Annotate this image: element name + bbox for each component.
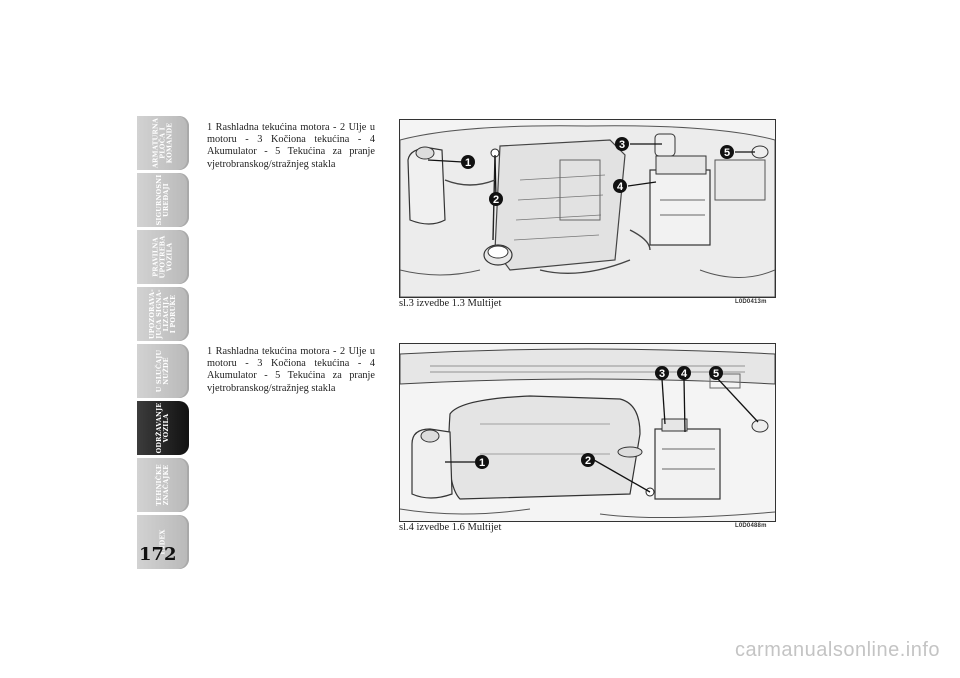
figure-code: L0D0488m <box>735 523 767 529</box>
figure-legend: 1 Rashladna tekućina motora - 2 Ulje u m… <box>207 122 375 170</box>
svg-text:5: 5 <box>713 368 719 380</box>
tab-odrzavanje-vozila[interactable]: ODRŽAVANJE VOZILA <box>137 401 189 455</box>
tab-armaturna-ploca[interactable]: ARMATURNA PLOČA I KOMANDE <box>137 116 189 170</box>
tab-label: ARMATURNA PLOČA I KOMANDE <box>151 117 174 169</box>
callout-1: 1 <box>461 155 475 169</box>
svg-text:2: 2 <box>493 194 499 206</box>
svg-text:3: 3 <box>619 139 625 151</box>
tab-label: SIGURNOSNI UREĐAJI <box>155 174 170 226</box>
tab-label: PRAVILNA UPOTREBA VOZILA <box>151 235 174 279</box>
callout-2: 2 <box>581 453 595 467</box>
tab-tehnicke-znacajke[interactable]: TEHNIČKE ZNAČAJKE <box>137 458 189 512</box>
tab-u-slucaju-nuzde[interactable]: U SLUČAJU NUŽDE <box>137 344 189 398</box>
svg-text:5: 5 <box>724 147 730 159</box>
tab-pravilna-upotreba[interactable]: PRAVILNA UPOTREBA VOZILA <box>137 230 189 284</box>
tab-upozoravajuca-signalizacija[interactable]: UPOZORAVA- JUĆA SIGNA- LIZACIJA I PORUKE <box>137 287 189 341</box>
callout-2: 2 <box>489 192 503 206</box>
callout-4: 4 <box>677 366 691 380</box>
svg-text:1: 1 <box>465 157 471 169</box>
callout-1: 1 <box>475 455 489 469</box>
engine-diagram-1-6-multijet: 1 2 3 4 5 <box>399 343 776 522</box>
figure-caption: sl.3 izvedbe 1.3 Multijet <box>399 298 502 309</box>
tab-sigurnosni-uredaji[interactable]: SIGURNOSNI UREĐAJI <box>137 173 189 227</box>
svg-text:3: 3 <box>659 368 665 380</box>
callout-5: 5 <box>720 145 734 159</box>
tab-label: ODRŽAVANJE VOZILA <box>155 402 170 454</box>
svg-text:4: 4 <box>681 368 688 380</box>
figure-code: L0D0413m <box>735 299 767 305</box>
callout-3: 3 <box>615 137 629 151</box>
tab-label: UPOZORAVA- JUĆA SIGNA- LIZACIJA I PORUKE <box>148 288 177 340</box>
figure-caption: sl.4 izvedbe 1.6 Multijet <box>399 522 502 533</box>
svg-text:1: 1 <box>479 457 485 469</box>
page-number: 172 <box>139 544 177 565</box>
watermark: carmanualsonline.info <box>734 639 940 661</box>
figure-legend: 1 Rashladna tekućina motora - 2 Ulje u m… <box>207 346 375 394</box>
tab-label: TEHNIČKE ZNAČAJKE <box>155 464 170 506</box>
svg-text:2: 2 <box>585 455 591 467</box>
engine-diagram-1-3-multijet: 1 2 3 4 5 <box>399 119 776 298</box>
tab-label: U SLUČAJU NUŽDE <box>155 349 170 393</box>
svg-text:4: 4 <box>617 181 624 193</box>
callout-3: 3 <box>655 366 669 380</box>
callout-5: 5 <box>709 366 723 380</box>
callout-4: 4 <box>613 179 627 193</box>
tab-index[interactable]: INDEX <box>137 515 189 569</box>
